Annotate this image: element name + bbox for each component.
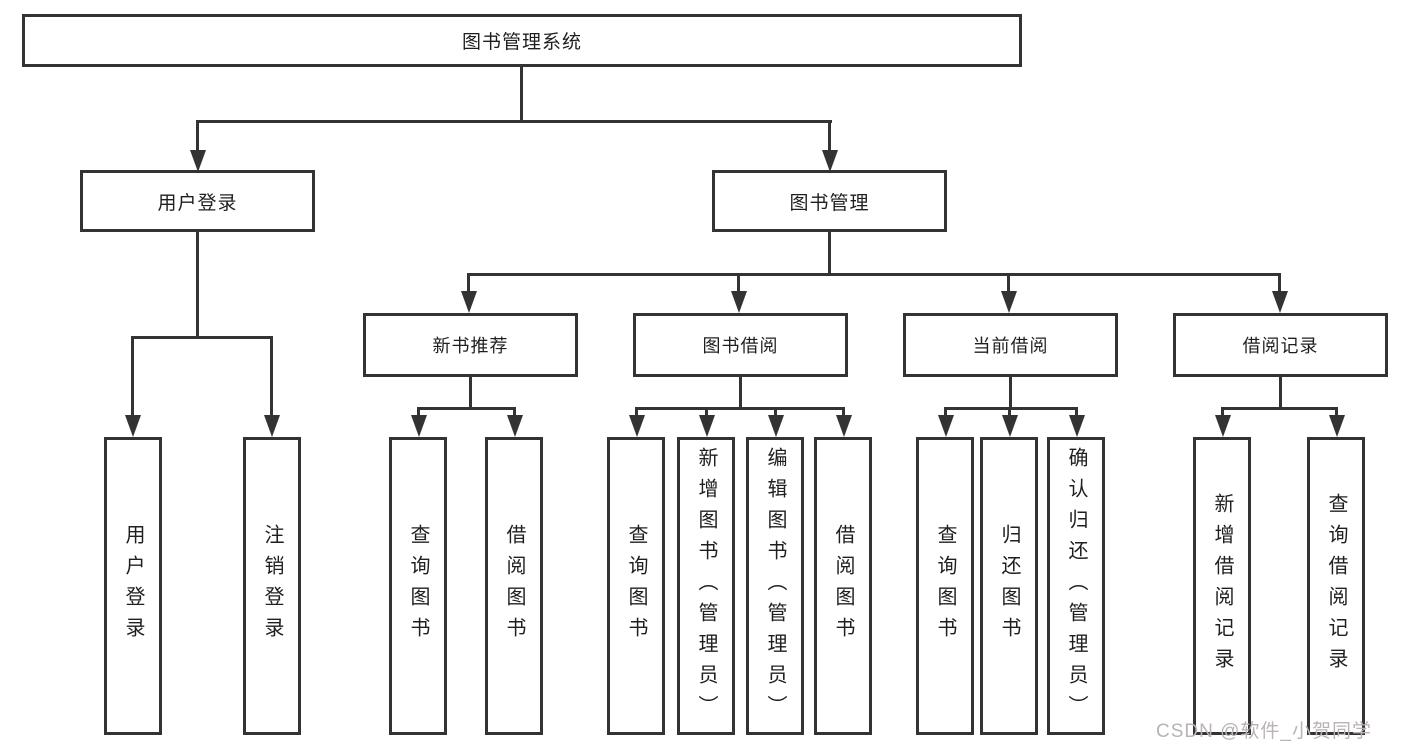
- connector-root-stem: [520, 67, 523, 122]
- connector-rail: [131, 336, 273, 339]
- connector-stem: [1279, 377, 1282, 409]
- arrowhead: [264, 415, 280, 437]
- connector-drop: [774, 409, 777, 417]
- connector-drop: [1278, 275, 1281, 293]
- connector-rail: [417, 407, 516, 410]
- node-borrow-records: 借阅记录: [1173, 313, 1388, 377]
- leaf-query-books-2: 查询图书: [607, 437, 665, 735]
- connector-drop: [944, 409, 947, 417]
- leaf-borrow-books-2: 借阅图书: [814, 437, 872, 735]
- connector-drop: [842, 409, 845, 417]
- connector-drop: [737, 275, 740, 293]
- arrowhead: [507, 415, 523, 437]
- arrowhead: [1329, 415, 1345, 437]
- connector-drop: [1008, 409, 1011, 417]
- arrowhead: [125, 415, 141, 437]
- arrowhead: [699, 415, 715, 437]
- arrowhead: [461, 291, 477, 313]
- leaf-borrow-books-1: 借阅图书: [485, 437, 543, 735]
- connector-level3-rail: [467, 273, 1281, 276]
- arrowhead: [1002, 415, 1018, 437]
- leaf-return-book: 归还图书: [980, 437, 1038, 735]
- arrowhead: [629, 415, 645, 437]
- connector-rail: [635, 407, 845, 410]
- node-new-book-recommend: 新书推荐: [363, 313, 578, 377]
- connector-stem: [469, 377, 472, 409]
- leaf-query-borrow-record: 查询借阅记录: [1307, 437, 1365, 735]
- node-current-borrow: 当前借阅: [903, 313, 1118, 377]
- connector-level2-rail: [196, 120, 832, 123]
- arrowhead: [411, 415, 427, 437]
- connector-drop: [467, 275, 470, 293]
- connector-drop: [513, 409, 516, 417]
- leaf-add-book-admin: 新增图书（管理员）: [677, 437, 735, 735]
- connector-drop: [705, 409, 708, 417]
- arrowhead: [1215, 415, 1231, 437]
- connector-drop: [417, 409, 420, 417]
- node-book-management-branch: 图书管理: [712, 170, 947, 232]
- arrowhead: [190, 150, 206, 172]
- csdn-watermark: CSDN @软件_小贺同学: [1156, 721, 1372, 742]
- connector-drop: [828, 122, 831, 152]
- connector-drop: [1335, 409, 1338, 417]
- leaf-edit-book-admin: 编辑图书（管理员）: [746, 437, 804, 735]
- arrowhead: [768, 415, 784, 437]
- arrowhead: [1069, 415, 1085, 437]
- connector-stem: [828, 232, 831, 275]
- connector-drop: [635, 409, 638, 417]
- connector-drop: [270, 338, 273, 417]
- node-library-system: 图书管理系统: [22, 14, 1022, 67]
- connector-rail: [944, 407, 1078, 410]
- leaf-add-borrow-record: 新增借阅记录: [1193, 437, 1251, 735]
- connector-drop: [131, 338, 134, 417]
- leaf-logout: 注销登录: [243, 437, 301, 735]
- connector-drop: [196, 122, 199, 152]
- arrowhead: [1272, 291, 1288, 313]
- connector-rail: [1221, 407, 1338, 410]
- leaf-query-books-1: 查询图书: [389, 437, 447, 735]
- arrowhead: [1001, 291, 1017, 313]
- leaf-query-books-3: 查询图书: [916, 437, 974, 735]
- arrowhead: [836, 415, 852, 437]
- leaf-user-login: 用户登录: [104, 437, 162, 735]
- node-book-borrow: 图书借阅: [633, 313, 848, 377]
- arrowhead: [822, 150, 838, 172]
- arrowhead: [938, 415, 954, 437]
- connector-stem: [196, 232, 199, 338]
- connector-drop: [1221, 409, 1224, 417]
- connector-drop: [1075, 409, 1078, 417]
- connector-stem: [1009, 377, 1012, 409]
- leaf-confirm-return-admin: 确认归还（管理员）: [1047, 437, 1105, 735]
- connector-drop: [1007, 275, 1010, 293]
- arrowhead: [731, 291, 747, 313]
- connector-stem: [739, 377, 742, 409]
- node-user-login-branch: 用户登录: [80, 170, 315, 232]
